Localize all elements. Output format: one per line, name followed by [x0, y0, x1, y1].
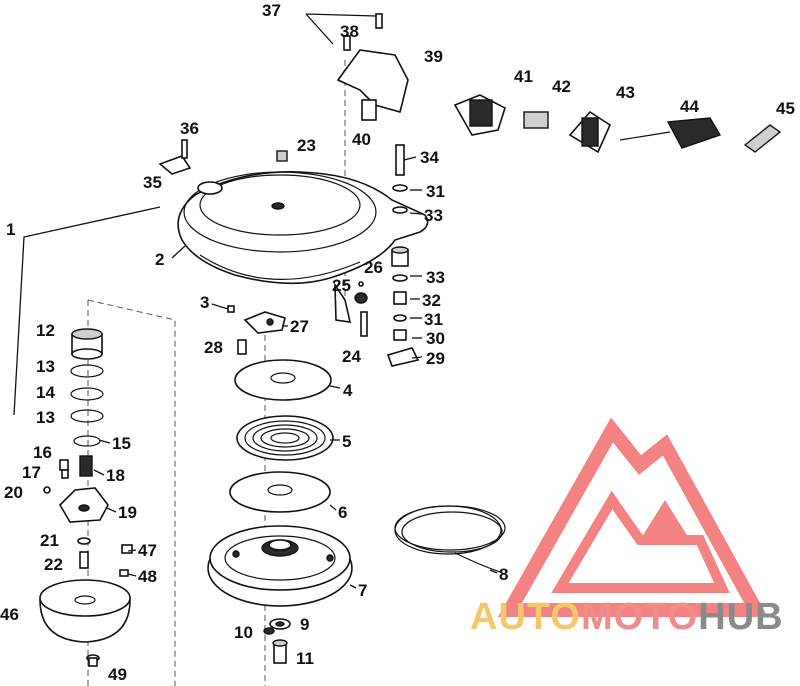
- callout-5: 5: [342, 432, 351, 451]
- callout-48: 48: [138, 567, 157, 586]
- callout-33a: 33: [424, 206, 443, 225]
- parts-37-40: [336, 13, 409, 121]
- callout-1: 1: [6, 220, 15, 239]
- callout-6: 6: [338, 503, 347, 522]
- callout-11: 11: [296, 649, 314, 668]
- parts-16-20: [43, 455, 109, 523]
- callout-14: 14: [36, 383, 55, 402]
- callout-33b: 33: [426, 268, 445, 287]
- watermark-logo-icon: [497, 417, 768, 617]
- part-6: [229, 471, 331, 513]
- callout-27: 27: [290, 317, 309, 336]
- parts-47-49: [86, 544, 133, 667]
- wordmark-moto: MOTO: [580, 596, 699, 638]
- callout-32: 32: [422, 291, 441, 310]
- part-23: [276, 150, 288, 162]
- callout-13b: 13: [36, 408, 55, 427]
- part-7-pulley: [207, 525, 353, 607]
- callout-3: 3: [200, 293, 209, 312]
- callout-7: 7: [358, 581, 367, 600]
- callout-29: 29: [426, 349, 445, 368]
- parts-9-10-11: [263, 618, 291, 664]
- group-bracket: [13, 206, 161, 416]
- callout-10: 10: [234, 623, 253, 642]
- callout-41: 41: [514, 67, 533, 86]
- parts-29-34: [386, 144, 420, 367]
- callout-36: 36: [180, 119, 199, 138]
- callout-47: 47: [138, 541, 157, 560]
- callout-40: 40: [352, 130, 371, 149]
- callout-38: 38: [340, 22, 359, 41]
- callout-34: 34: [420, 148, 439, 167]
- callout-12: 12: [36, 321, 55, 340]
- callout-46: 46: [0, 605, 19, 624]
- callout-4: 4: [343, 381, 353, 400]
- callout-16: 16: [33, 443, 52, 462]
- parts-12-15: [70, 328, 104, 447]
- callout-2: 2: [155, 250, 164, 269]
- callout-9: 9: [300, 615, 309, 634]
- callout-18: 18: [106, 466, 125, 485]
- parts-21-22: [77, 537, 91, 569]
- callout-23: 23: [297, 136, 316, 155]
- callout-13a: 13: [36, 357, 55, 376]
- callout-31b: 31: [424, 310, 443, 329]
- callout-25: 25: [332, 276, 351, 295]
- callout-45: 45: [776, 99, 795, 118]
- wordmark-auto: AUTO: [470, 596, 581, 638]
- parts-41-45: [453, 94, 782, 154]
- callout-30: 30: [426, 329, 445, 348]
- callout-37: 37: [262, 1, 281, 20]
- callout-17: 17: [22, 463, 41, 482]
- callout-44: 44: [680, 97, 699, 116]
- part-5-spring: [236, 415, 334, 461]
- callout-28: 28: [204, 338, 223, 357]
- wordmark-hub: HUB: [698, 596, 784, 638]
- callout-20: 20: [4, 483, 23, 502]
- part-housing: [177, 171, 429, 323]
- callout-24: 24: [342, 347, 361, 366]
- callout-31a: 31: [426, 182, 445, 201]
- callout-39: 39: [424, 47, 443, 66]
- callout-26: 26: [364, 258, 383, 277]
- part-8-rope: [394, 505, 506, 573]
- callout-22: 22: [44, 555, 63, 574]
- callout-42: 42: [552, 77, 571, 96]
- callout-15: 15: [112, 434, 131, 453]
- leader-lines: [93, 13, 498, 589]
- parts-35-36: [158, 139, 192, 175]
- part-46: [39, 579, 131, 643]
- part-4: [234, 359, 332, 401]
- callout-8: 8: [499, 565, 508, 584]
- callout-19: 19: [118, 503, 137, 522]
- watermark-wordmark: AUTOMOTOHUB: [470, 598, 784, 636]
- callout-43: 43: [616, 83, 635, 102]
- callout-35: 35: [143, 173, 162, 192]
- callout-21: 21: [40, 531, 59, 550]
- parts-3-27-28: [227, 305, 286, 355]
- parts-24-26: [354, 281, 368, 337]
- callout-49: 49: [108, 665, 127, 684]
